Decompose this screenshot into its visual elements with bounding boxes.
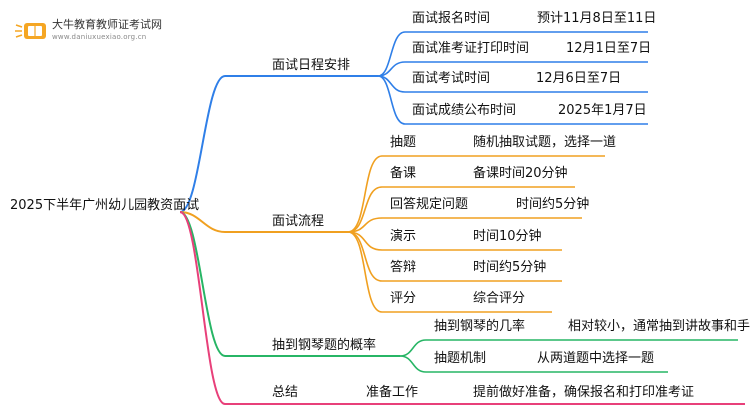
branch-schedule-label: 面试日程安排 [272, 58, 351, 73]
schedule-item-label: 面试报名时间 [412, 11, 491, 26]
connector-group-schedule [377, 31, 648, 125]
process-item-label: 评分 [390, 291, 417, 306]
branch-summary-label: 总结 [272, 385, 299, 400]
branch-piano-label: 抽到钢琴题的概率 [272, 338, 377, 353]
piano-item-value: 相对较小，通常抽到讲故事和手工 [568, 319, 750, 334]
connector-piano-1 [399, 339, 738, 357]
connector-schedule-4 [377, 75, 648, 125]
process-item-value: 时间约5分钟 [516, 197, 590, 212]
branch-process-label: 面试流程 [272, 214, 325, 229]
schedule-item-value: 2025年1月7日 [558, 103, 647, 118]
process-item-value: 备课时间20分钟 [473, 166, 568, 181]
process-item-label: 备课 [390, 166, 417, 181]
process-item-label: 答辩 [390, 260, 417, 275]
logo-book-icon [15, 23, 46, 39]
piano-item-label: 抽到钢琴的几率 [434, 319, 526, 334]
process-item-value: 时间约5分钟 [473, 260, 547, 275]
connector-group-process [347, 155, 605, 313]
process-item-value: 综合评分 [473, 291, 526, 306]
connector-schedule-2 [377, 61, 648, 77]
summary-item-value: 提前做好准备，确保报名和打印准考证 [473, 385, 695, 400]
schedule-item-label: 面试考试时间 [412, 71, 491, 86]
connector-root-summary [179, 211, 745, 405]
process-item-label: 演示 [390, 229, 417, 244]
schedule-item-value: 12月6日至7日 [536, 71, 622, 86]
piano-item-label: 抽题机制 [434, 351, 487, 366]
connector-process-2 [347, 186, 575, 233]
connector-group-piano [399, 339, 738, 373]
process-item-value: 时间10分钟 [473, 229, 542, 244]
process-item-label: 回答规定问题 [390, 197, 469, 212]
site-logo: 大牛教育教师证考试网 www.daniuxuexiao.org.cn [14, 18, 204, 48]
logo-name: 大牛教育教师证考试网 [52, 18, 162, 31]
connector-root-schedule [179, 75, 378, 213]
connector-process-1 [347, 155, 605, 233]
summary-item-label: 准备工作 [366, 385, 419, 400]
schedule-item-label: 面试成绩公布时间 [412, 103, 517, 118]
process-item-label: 抽题 [390, 135, 417, 150]
connector-process-3 [347, 217, 582, 233]
connector-process-6 [347, 231, 552, 313]
root-topic: 2025下半年广州幼儿园教资面试 [10, 198, 200, 213]
logo-url: www.daniuxuexiao.org.cn [52, 33, 147, 41]
connector-piano-2 [399, 355, 668, 373]
schedule-item-label: 面试准考证打印时间 [412, 41, 530, 56]
schedule-item-value: 预计11月8日至11日 [537, 11, 657, 26]
connector-root-process [179, 211, 348, 233]
schedule-item-value: 12月1日至7日 [566, 41, 652, 56]
piano-item-value: 从两道题中选择一题 [537, 351, 655, 366]
connector-schedule-1 [377, 31, 648, 77]
process-item-value: 随机抽取试题，选择一道 [473, 135, 617, 150]
